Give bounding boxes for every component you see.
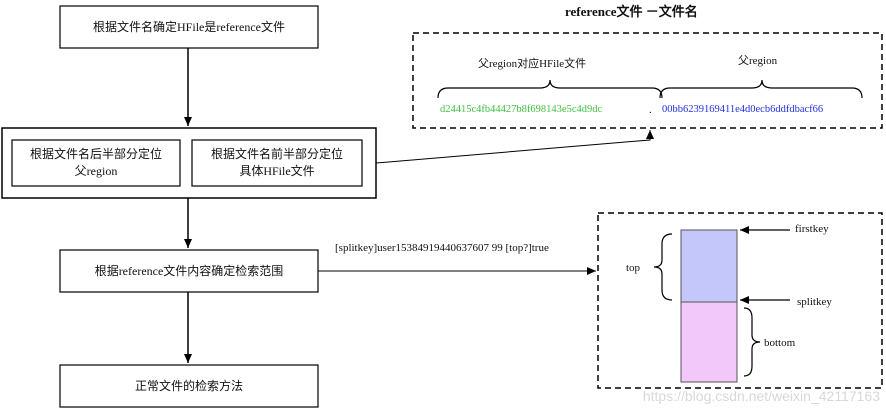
right-brace bbox=[659, 79, 863, 99]
top-brace bbox=[653, 233, 673, 301]
step3-label: 根据reference文件内容确定检索范围 bbox=[94, 263, 284, 278]
step2a-label: 根据文件名后半部分定位 父region bbox=[12, 140, 180, 186]
hfile-label: 父region对应HFile文件 bbox=[478, 58, 587, 70]
step4-box bbox=[59, 364, 319, 408]
region-label: 父region bbox=[738, 55, 778, 67]
range-panel bbox=[597, 212, 883, 389]
filename-title: reference文件 －文件名 bbox=[565, 4, 698, 19]
step1-label: 根据文件名确定HFile是reference文件 bbox=[93, 19, 285, 34]
arrow-step2-to-filename bbox=[375, 130, 654, 164]
bottom-label: bottom bbox=[764, 337, 796, 349]
bottom-range-block bbox=[680, 301, 738, 383]
step2b-line1: 根据文件名前半部分定位 bbox=[210, 147, 343, 161]
bottom-brace bbox=[743, 307, 761, 377]
top-range-block bbox=[680, 229, 738, 303]
csdn-watermark: https://blog.csdn.net/weixin_42117163 bbox=[642, 388, 880, 404]
reference-content-label: [splitkey]user15384919440637607 99 [top?… bbox=[335, 242, 549, 254]
step2b-box bbox=[191, 139, 363, 187]
filename-panel bbox=[412, 32, 883, 129]
step3-box bbox=[59, 249, 319, 293]
step2b-line2: 具体HFile文件 bbox=[239, 164, 315, 178]
region-hash: 00bb6239169411e4d0ecb6ddfdbacf66 bbox=[662, 104, 824, 115]
step2a-line1: 根据文件名后半部分定位 bbox=[29, 147, 162, 161]
splitkey-label: splitkey bbox=[797, 296, 832, 308]
top-label: top bbox=[626, 262, 641, 274]
step4-label: 正常文件的检索方法 bbox=[134, 378, 243, 393]
firstkey-label: firstkey bbox=[795, 223, 829, 235]
hfile-hash: d24415c4fb44427b8f698143e5c4d9dc bbox=[440, 104, 603, 115]
step2a-box bbox=[11, 139, 181, 187]
left-brace bbox=[437, 79, 663, 99]
step2a-line2: 父region bbox=[74, 164, 118, 178]
step1-box bbox=[59, 5, 319, 49]
hash-separator: . bbox=[649, 104, 652, 116]
step2b-label: 根据文件名前半部分定位 具体HFile文件 bbox=[192, 140, 362, 186]
